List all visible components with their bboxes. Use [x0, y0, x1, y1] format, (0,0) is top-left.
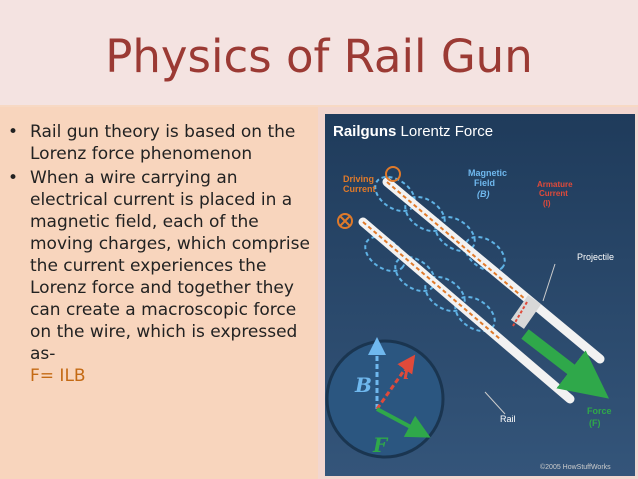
driving-current-upper: [386, 181, 526, 300]
diagram-heading-rest: Lorentz Force: [396, 123, 493, 140]
projectile-armature: [510, 295, 542, 329]
label-force: Force: [587, 406, 612, 416]
slide-title: Physics of Rail Gun: [105, 30, 533, 83]
current-in-symbol: [337, 213, 353, 229]
current-out-symbol: [385, 166, 401, 182]
formula-text: F= ILB: [30, 366, 86, 386]
rail-pointer: [484, 391, 506, 415]
projectile-pointer: [542, 263, 556, 302]
axis-label-b: B: [354, 373, 372, 397]
bullet-text: Rail gun theory is based on the Lorenz f…: [30, 122, 296, 164]
axis-i-arrow: [375, 354, 416, 410]
label-driving: Driving: [343, 174, 374, 184]
label-field: Field: [474, 178, 495, 188]
label-current: Current: [343, 184, 376, 194]
bullet-list: Rail gun theory is based on the Lorenz f…: [8, 121, 320, 389]
label-b: (B): [477, 189, 490, 199]
label-rail: Rail: [500, 414, 516, 424]
force-arrow: [521, 329, 610, 399]
bullet-item: When a wire carrying an electrical curre…: [8, 167, 320, 387]
diagram-heading: Railguns Lorentz Force: [333, 123, 493, 140]
driving-current-lower: [362, 221, 501, 340]
label-magnetic: Magnetic: [468, 168, 507, 178]
axis-label-f: F: [372, 433, 389, 457]
copyright-text: ©2005 HowStuffWorks: [540, 463, 611, 471]
cross-icon: [339, 215, 351, 227]
label-i: (I): [543, 199, 551, 208]
title-band: [0, 0, 638, 105]
label-projectile: Projectile: [577, 252, 614, 262]
bullet-item: Rail gun theory is based on the Lorenz f…: [8, 121, 320, 165]
label-current2: Current: [539, 189, 568, 198]
label-armature: Armature: [537, 180, 573, 189]
diagram-heading-bold: Railguns: [333, 123, 396, 140]
label-f: (F): [589, 418, 601, 428]
railgun-diagram: Railguns Lorentz Force Driving Current M…: [325, 114, 635, 476]
diagram-labels: Driving Current Magnetic Field (B) Armat…: [343, 168, 614, 471]
axis-label-i: i: [403, 364, 409, 384]
rail-upper: [382, 177, 605, 364]
axis-f-arrow: [376, 407, 431, 438]
bullet-text: When a wire carrying an electrical curre…: [30, 168, 310, 364]
axis-labels: B i F: [354, 364, 409, 457]
